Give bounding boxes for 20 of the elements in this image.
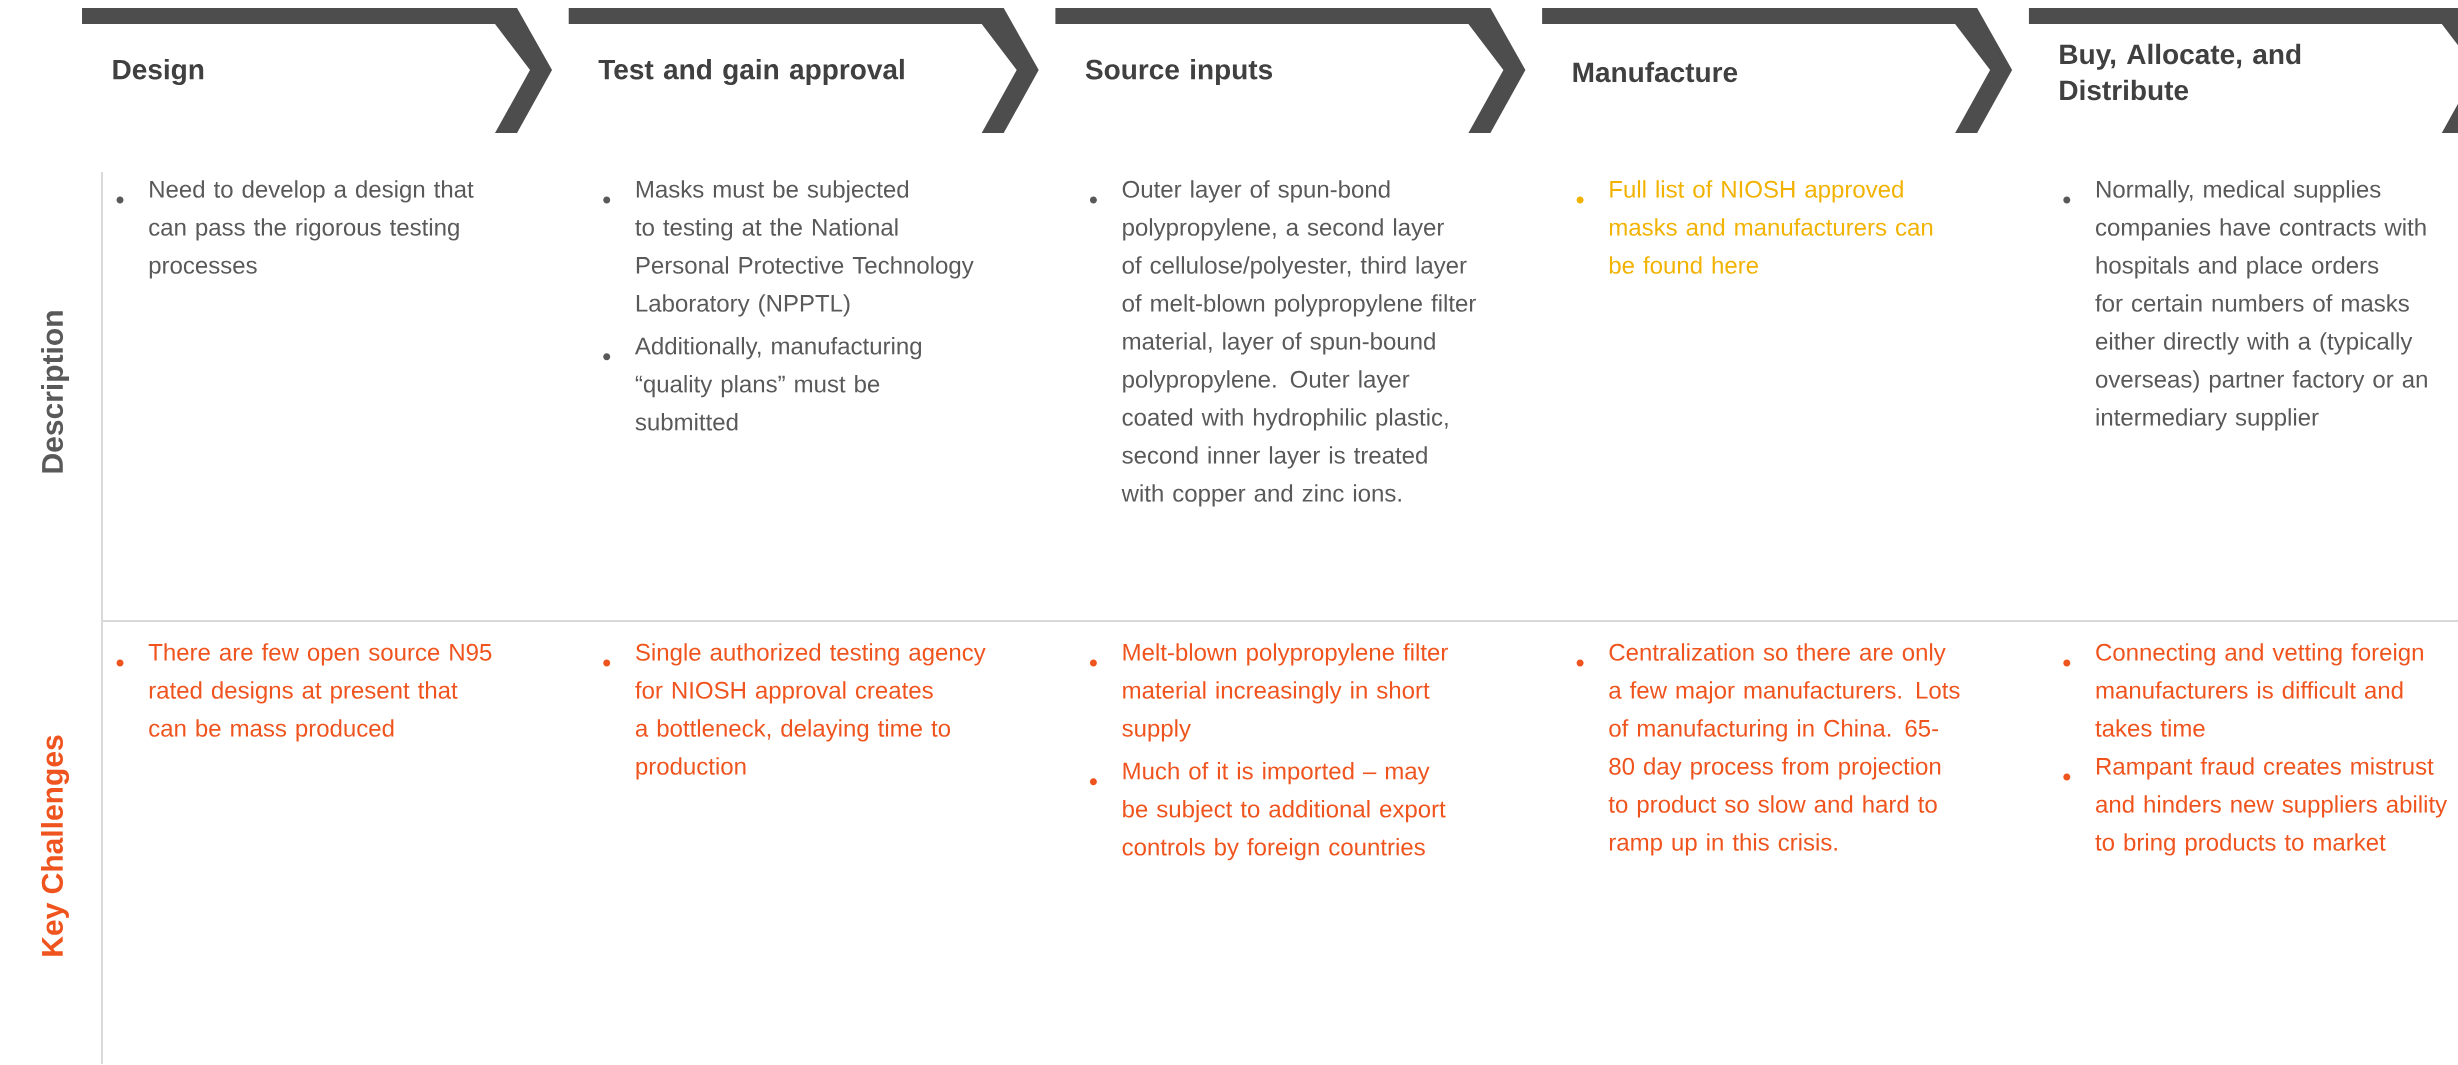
bullet-item: Centralization so there are only a few major manufacturers. Lots of manufacturing in China. 65-80 day process from projection to product so slow and hard to ramp up in this crisis. (1576, 643, 1960, 856)
bullet-item: Normally, medical supplies companies have contracts with hospitals and place orders for certain numbers of masks either directly with a (typically overseas) partner factory or an intermediary supplier (2063, 180, 2427, 431)
bullet-item: Outer layer of spun-bond polypropylene, a second layer of cellulose/polyester, third layer of melt-blown polypropylene filter material, layer of spun-bound polypropylene. Outer layer coated with hydrophilic plastic, second inner layer is treated with copper and zinc ions. (1089, 180, 1476, 507)
bullet-item: There are few open source N95 rated designs at present that can be mass produced (116, 643, 492, 742)
chevron-header: Manufacture (1542, 8, 2013, 133)
bullet-item: Much of it is imported – may be subject to additional export controls by foreign countries (1089, 761, 1446, 861)
bullet-item: Rampant fraud creates mistrust and hinders new suppliers ability to bring products to market (2063, 757, 2448, 856)
chevron-header: Buy, Allocate, and Distribute (2028, 8, 2458, 133)
row-heading: Description (41, 311, 69, 473)
chevron-header: Design (82, 8, 552, 133)
bullet-item: Single authorized testing agency for NIOSH approval creates a bottleneck, delaying time to production (603, 643, 986, 780)
link-text: Full list of NIOSH approved masks and manufacturers can be found here (1576, 180, 1933, 274)
bullet-item: Additionally, manufacturing “quality plans” must be submitted (603, 336, 921, 431)
bullet-item: Melt-blown polypropylene filter material increasingly in short supply (1089, 643, 1448, 742)
chevron-header: Source inputs (1055, 8, 1526, 133)
bullet-item: Connecting and vetting foreign manufacturers is difficult and takes time (2063, 643, 2423, 737)
chevron-header: Test and gain approval (568, 8, 1039, 133)
bullet-item: Need to develop a design that can pass the rigorous testing processes (116, 180, 474, 279)
bullet-item: Masks must be subjected to testing at the National Personal Protective Technology Laboratory (NPPTL) (603, 180, 974, 317)
row-heading: Key Challenges (40, 735, 70, 956)
